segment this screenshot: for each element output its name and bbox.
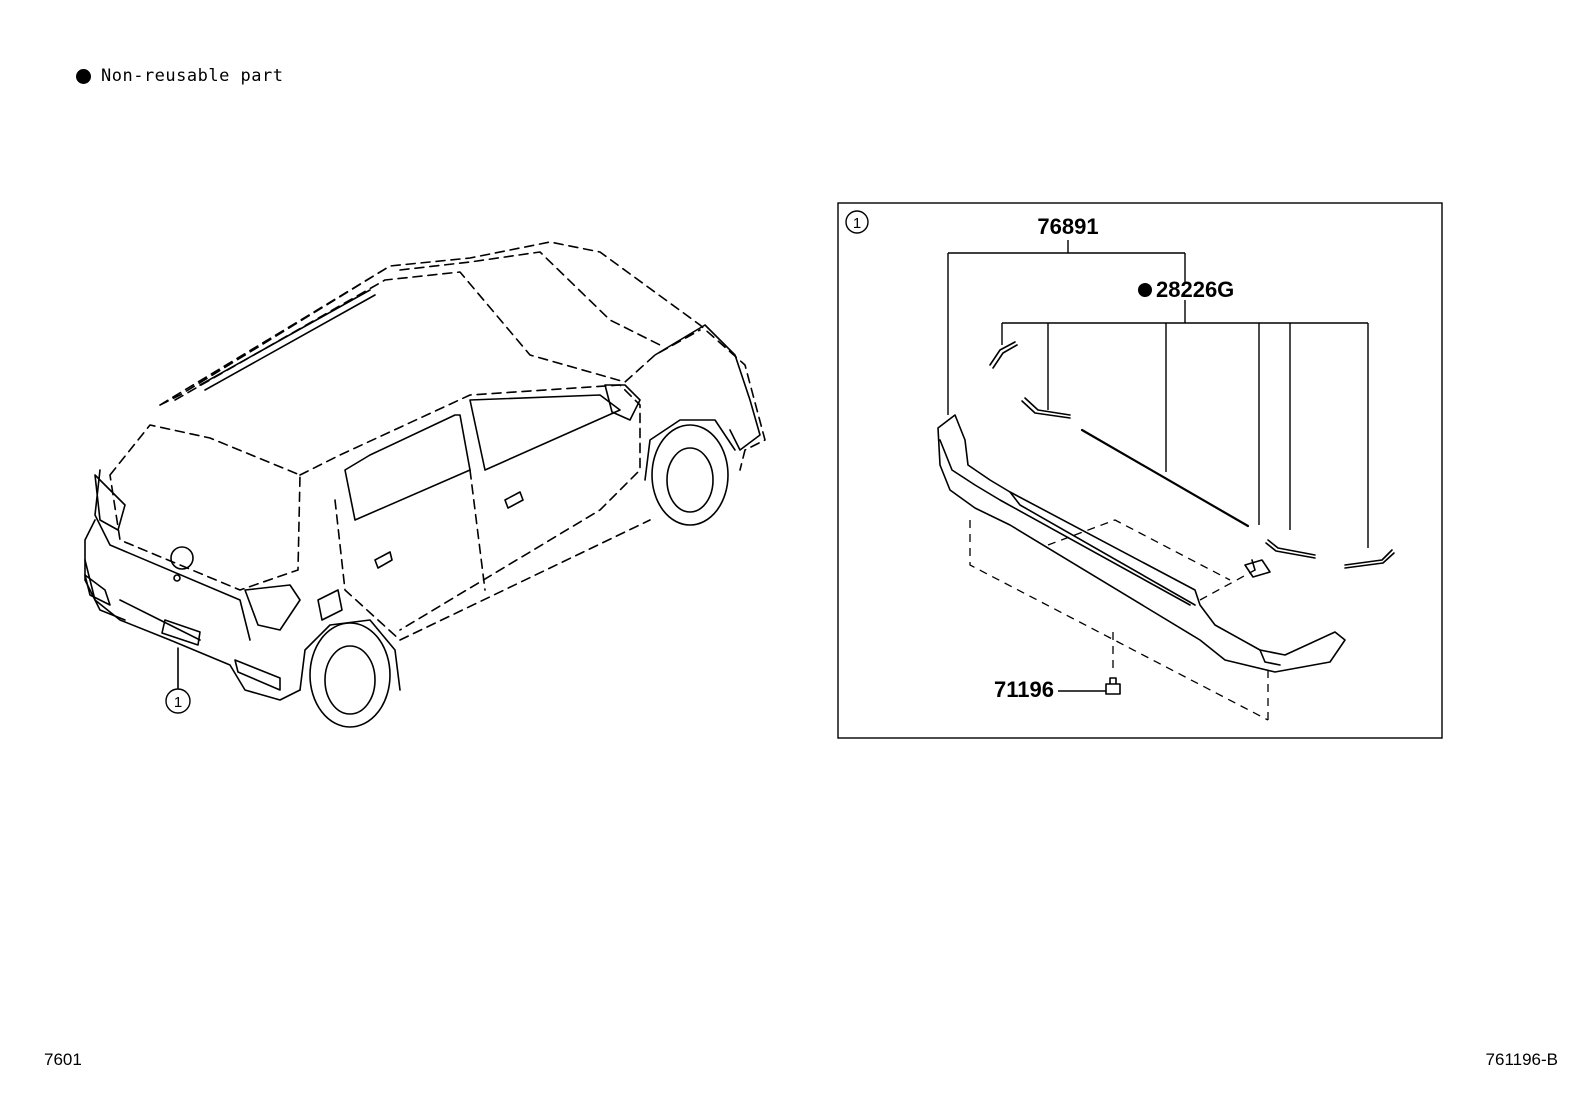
car-roof-outline — [159, 241, 766, 471]
detail-box — [837, 202, 1443, 739]
car-tail-light-right — [244, 584, 301, 631]
car-side-door-line — [334, 469, 486, 641]
car-rear-hatch — [84, 469, 251, 641]
non-reusable-dot-icon — [1138, 283, 1152, 297]
car-rear-wheel-arch — [299, 619, 401, 691]
car-callout-circle — [165, 688, 191, 714]
rear-spoiler-drawing — [937, 341, 1395, 695]
legend-text: Non-reusable part — [101, 66, 284, 86]
part-number-71196: 71196 — [994, 677, 1054, 702]
detail-callout-number: 1 — [853, 215, 861, 232]
detail-leader-lines — [947, 240, 1369, 692]
car-roof-center — [399, 251, 661, 346]
car-key-hole — [173, 574, 181, 582]
tape-strip-2 — [1024, 397, 1071, 416]
tape-strip-5 — [1344, 549, 1393, 566]
car-roof-rail — [199, 289, 376, 391]
tape-strip-1 — [989, 341, 1016, 366]
car-door-handle-1 — [374, 551, 393, 569]
car-rear-window — [109, 424, 301, 591]
car-front-wheel-arch — [644, 419, 736, 481]
car-front-wheel-hub — [666, 447, 714, 513]
car-tail-light-left — [94, 474, 126, 531]
detail-dashed-lines — [969, 519, 1269, 721]
car-fuel-lid — [317, 589, 343, 621]
spoiler-clip — [1244, 559, 1271, 578]
car-license-area — [161, 619, 201, 646]
car-roof-inner — [174, 271, 701, 401]
car-reflector-right — [234, 659, 281, 691]
tape-strip-4-b — [1265, 542, 1316, 559]
car-reflector-left — [84, 574, 111, 606]
car-front — [654, 324, 761, 451]
non-reusable-bullet-icon — [76, 68, 91, 84]
tape-strip-5-b — [1344, 552, 1395, 569]
car-front-wheel — [651, 424, 729, 526]
car-rocker — [399, 519, 651, 641]
car-emblem — [170, 546, 194, 570]
tape-strip-4 — [1267, 539, 1316, 556]
car-rear-wheel — [309, 622, 391, 728]
illustration-code: 761196-B — [1485, 1050, 1558, 1069]
car-side-windows — [344, 394, 621, 521]
car-side-body — [299, 384, 641, 631]
bolt-71196 — [1105, 677, 1121, 695]
car-illustration — [84, 241, 766, 728]
car-rear-bumper — [84, 559, 301, 701]
legend: Non-reusable part — [76, 66, 284, 86]
car-door-handle-2 — [504, 491, 524, 509]
rear-spoiler — [937, 414, 1346, 673]
car-callout-number: 1 — [174, 694, 182, 711]
tape-strip-3 — [1080, 428, 1250, 528]
part-number-28226g: 28226G — [1156, 277, 1234, 302]
tape-strip-1-b — [992, 344, 1018, 369]
detail-callout-circle — [845, 210, 869, 234]
car-side-mirror — [604, 384, 641, 421]
car-rear-wheel-hub — [324, 645, 376, 715]
tape-strip-2-b — [1021, 400, 1071, 419]
page-code: 7601 — [44, 1050, 82, 1069]
part-number-76891: 76891 — [1037, 214, 1098, 239]
